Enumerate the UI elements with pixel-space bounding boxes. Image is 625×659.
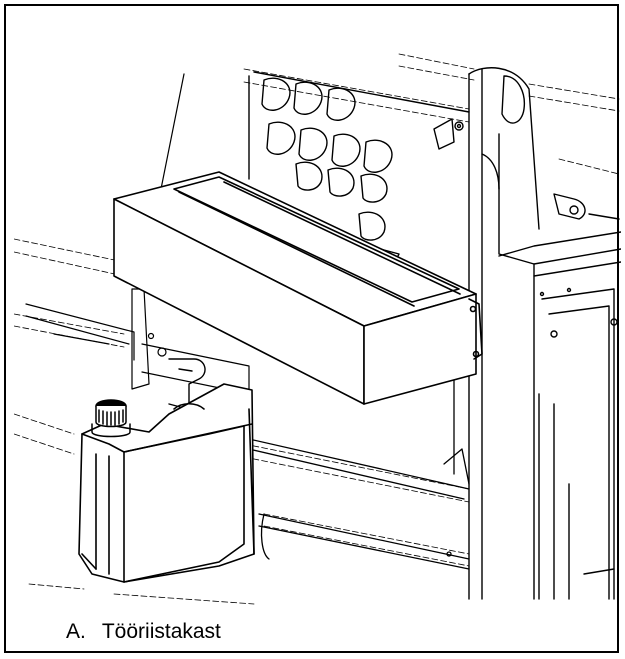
right-housing [498,193,621,600]
left-frame [25,73,250,395]
caption-letter: A. [66,620,86,643]
toolbox-illustration [14,53,621,605]
fluid-canister [78,383,255,583]
canister-cap [91,399,131,438]
figure-frame: A. Tööriistakast [4,4,621,653]
background-frame-lines [14,53,620,605]
caption-text: Tööriistakast [101,620,221,643]
figure-caption: A. Tööriistakast [66,620,221,644]
toolbox[interactable] [113,171,483,405]
